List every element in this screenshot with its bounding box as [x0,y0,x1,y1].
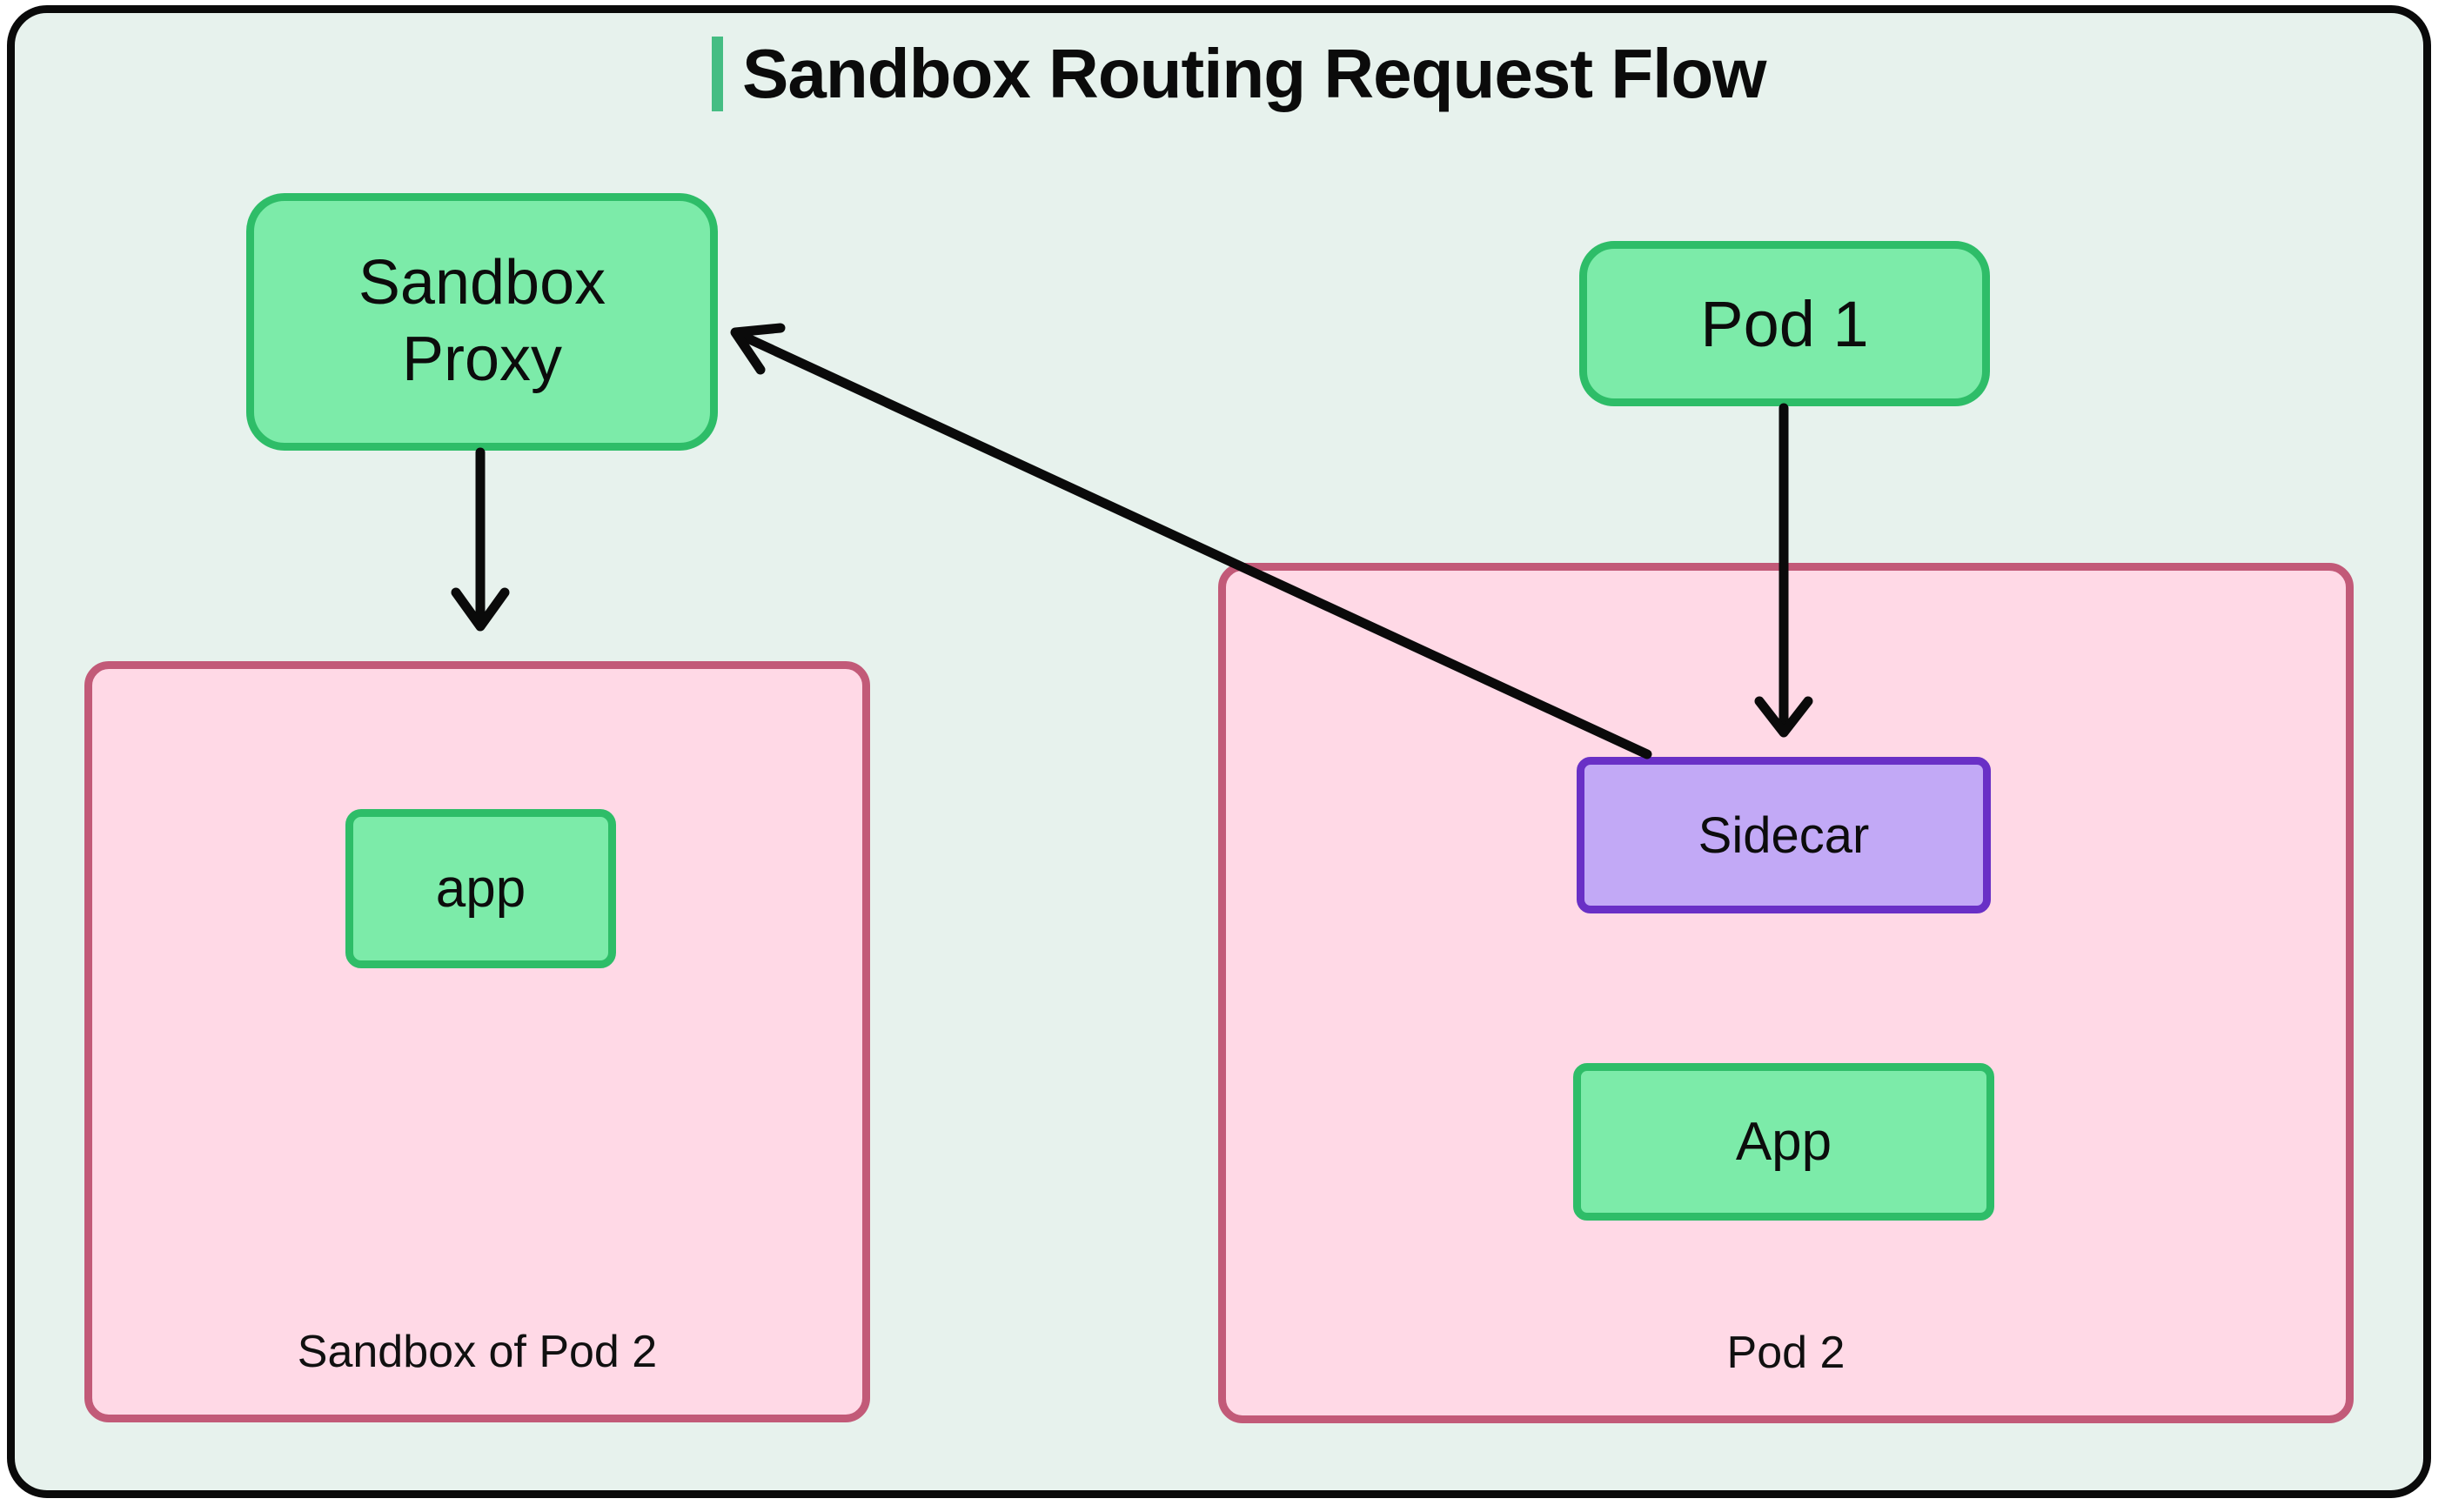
node-sidecar: Sidecar [1577,757,1991,913]
title-row: Sandbox Routing Request Flow [712,35,1766,112]
node-sidecar-label: Sidecar [1698,806,1870,864]
node-pod-1: Pod 1 [1579,241,1990,406]
node-sandbox-proxy-label: Sandbox Proxy [358,248,606,394]
node-sandbox-proxy: Sandbox Proxy [246,193,718,451]
node-app-sandbox: app [345,809,616,968]
title-accent-bar [712,37,723,111]
node-app-pod2: App [1573,1063,1994,1221]
container-pod-2: Pod 2 [1218,563,2354,1423]
container-pod-2-label: Pod 2 [1726,1328,1845,1378]
node-pod-1-label: Pod 1 [1700,287,1869,360]
page-title: Sandbox Routing Request Flow [742,35,1766,112]
node-app-pod2-label: App [1735,1112,1832,1172]
container-sandbox-of-pod2-label: Sandbox of Pod 2 [297,1327,658,1377]
node-app-sandbox-label: app [435,859,526,919]
container-sandbox-of-pod2: Sandbox of Pod 2 [84,661,870,1422]
